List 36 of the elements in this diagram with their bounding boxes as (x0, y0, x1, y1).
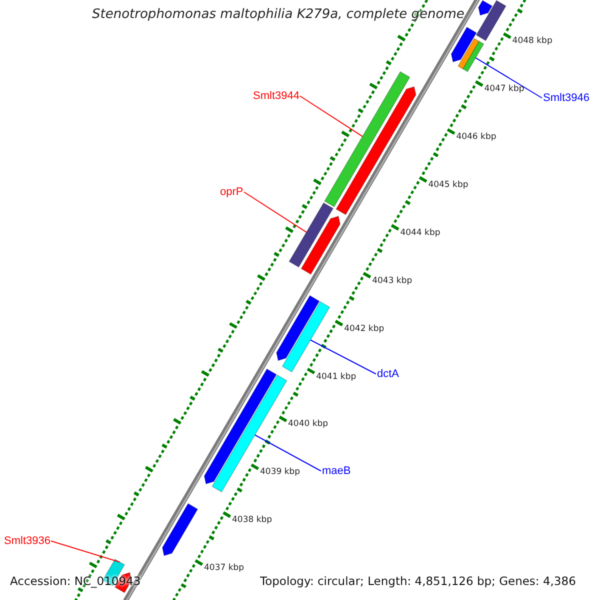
leader-line (300, 96, 363, 137)
tick-label: 4041 kbp (316, 372, 356, 382)
leader-line (475, 57, 542, 98)
leader-line (50, 540, 120, 563)
gene-feature (458, 38, 480, 70)
tick-label: 4038 kbp (232, 516, 272, 526)
gene-label: oprP (220, 186, 244, 198)
gene-label: dctA (377, 368, 400, 380)
gene-feature (324, 71, 410, 208)
gene-label: maeB (322, 465, 351, 478)
gene-feature (282, 301, 330, 373)
gene-feature (476, 0, 506, 42)
tick-label: 4042 kbp (344, 324, 384, 334)
tick-label: 4043 kbp (372, 276, 412, 286)
leader-line (310, 340, 376, 374)
gene-label: Smlt3944 (253, 90, 300, 102)
tick-label: 4045 kbp (428, 180, 468, 190)
tick-label: 4046 kbp (456, 133, 496, 142)
gene-label: Smlt3946 (543, 92, 590, 104)
gene-feature (162, 503, 198, 556)
gene-feature (288, 202, 334, 268)
tick-label: 4037 kbp (204, 564, 244, 574)
gene-feature (336, 86, 416, 216)
gene-feature (300, 216, 341, 275)
gene-feature (450, 26, 477, 62)
tick-label: 4044 kbp (400, 228, 440, 238)
gene-feature (276, 295, 320, 362)
gene-label: Smlt3936 (4, 535, 50, 548)
tick-label: 4048 kbp (512, 37, 552, 47)
tick-label: 4040 kbp (288, 420, 328, 430)
tick-label: 4047 kbp (484, 85, 524, 94)
tick-label: 4039 kbp (260, 468, 300, 478)
gene-feature (478, 0, 493, 16)
leader-line (254, 434, 322, 472)
info-text: Topology: circular; Length: 4,851,126 bp; Genes: 4,386 (259, 574, 577, 589)
leader-line (244, 192, 307, 233)
